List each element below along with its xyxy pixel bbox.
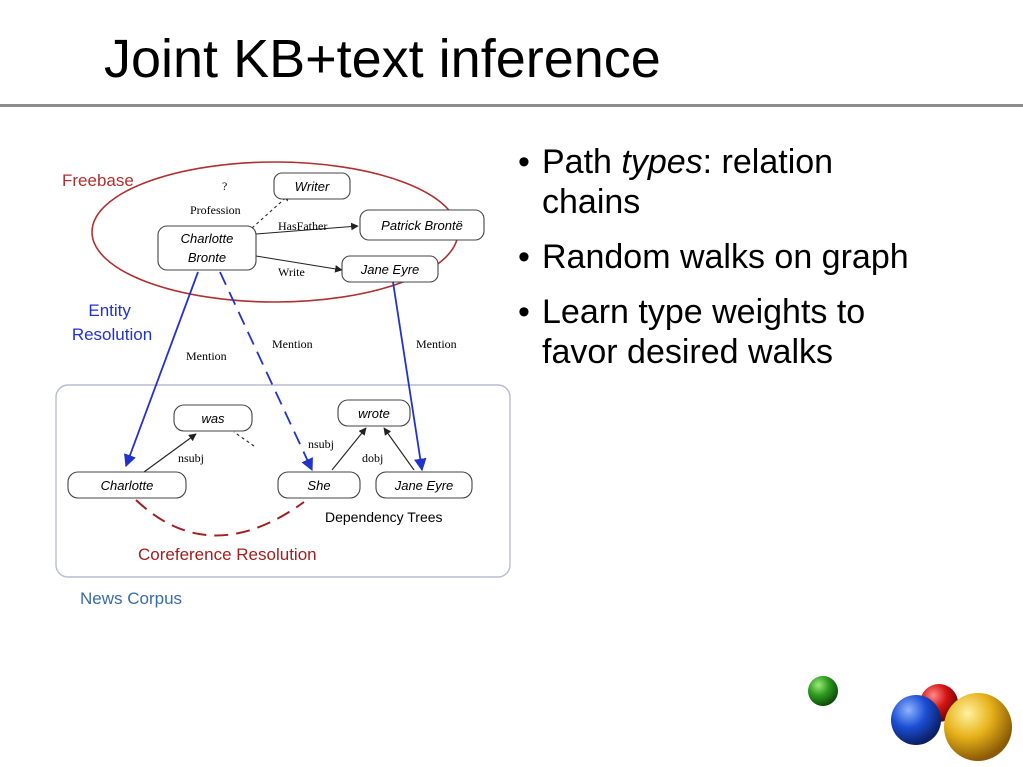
coreference-label: Coreference Resolution xyxy=(138,545,317,564)
news-corpus-label: News Corpus xyxy=(80,589,182,608)
nsubj-label-1: nsubj xyxy=(178,451,204,465)
bullet-item-learn-weights: • Learn type weights to favor desired wa… xyxy=(518,293,866,371)
freebase-label: Freebase xyxy=(62,171,134,190)
news-corpus-panel xyxy=(55,384,511,578)
mention-label-2: Mention xyxy=(272,337,313,351)
svg-text:Patrick Brontë: Patrick Brontë xyxy=(381,218,463,233)
write-edge-label: Write xyxy=(278,265,305,279)
profession-edge xyxy=(251,193,291,229)
node-writer: Writer xyxy=(273,172,351,200)
svg-text:Charlotte: Charlotte xyxy=(101,478,154,493)
mention-edge-charlotte xyxy=(124,271,199,468)
coreference-arc xyxy=(135,499,305,537)
node-wrote: wrote xyxy=(337,399,411,427)
bullet-glyph: • xyxy=(518,293,530,331)
bullet-item-random-walks: • Random walks on graph xyxy=(518,238,909,276)
mention-edge-she xyxy=(219,271,313,472)
blue-sphere xyxy=(891,695,941,745)
svg-text:was: was xyxy=(201,411,225,426)
bullet-list: • Path types: relation chains • Random w… xyxy=(518,142,1018,387)
nsubj-edge-charlotte xyxy=(143,433,197,473)
decorative-spheres xyxy=(808,676,1012,761)
entity-resolution-label: Entity Resolution xyxy=(72,301,152,344)
svg-text:Charlotte: Charlotte xyxy=(181,231,234,246)
svg-text:Bronte: Bronte xyxy=(188,250,226,265)
dobj-edge-jane-eyre xyxy=(383,427,415,471)
nsubj-label-2: nsubj xyxy=(308,437,334,451)
mention-label-3: Mention xyxy=(416,337,457,351)
write-edge xyxy=(255,255,343,273)
node-she: She xyxy=(277,471,361,499)
hasfather-edge-label: HasFather xyxy=(278,219,327,233)
hasfather-edge xyxy=(255,222,359,235)
nsubj-edge-dotted xyxy=(233,431,255,447)
mention-label-1: Mention xyxy=(186,349,227,363)
dependency-trees-label: Dependency Trees xyxy=(325,509,443,525)
kb-text-diagram: Freebase News Corpus Entity Resolution ?… xyxy=(55,161,511,608)
slide-title: Joint KB+text inference xyxy=(104,29,661,89)
yellow-sphere xyxy=(944,693,1012,761)
question-edge-label: ? xyxy=(222,179,227,193)
dobj-label: dobj xyxy=(362,451,383,465)
bullet-item-path-types: • Path types: relation chains xyxy=(518,143,834,221)
svg-text:Writer: Writer xyxy=(295,179,330,194)
svg-text:wrote: wrote xyxy=(358,406,390,421)
node-patrick-bronte: Patrick Brontë xyxy=(359,209,485,241)
bullet-glyph: • xyxy=(518,238,530,276)
svg-text:Jane Eyre: Jane Eyre xyxy=(360,262,420,277)
node-charlotte: Charlotte xyxy=(67,471,187,499)
node-jane-eyre-kb: Jane Eyre xyxy=(341,255,439,283)
node-jane-eyre-text: Jane Eyre xyxy=(375,471,473,499)
nsubj-edge-she xyxy=(331,427,367,471)
mention-edge-jane-eyre xyxy=(392,281,427,472)
bullet-glyph: • xyxy=(518,143,530,181)
svg-text:Jane Eyre: Jane Eyre xyxy=(394,478,454,493)
green-sphere xyxy=(808,676,838,706)
node-was: was xyxy=(173,404,253,432)
profession-edge-label: Profession xyxy=(190,203,241,217)
svg-text:She: She xyxy=(307,478,330,493)
title-divider xyxy=(0,104,1023,107)
node-charlotte-bronte: Charlotte Bronte xyxy=(157,225,257,271)
